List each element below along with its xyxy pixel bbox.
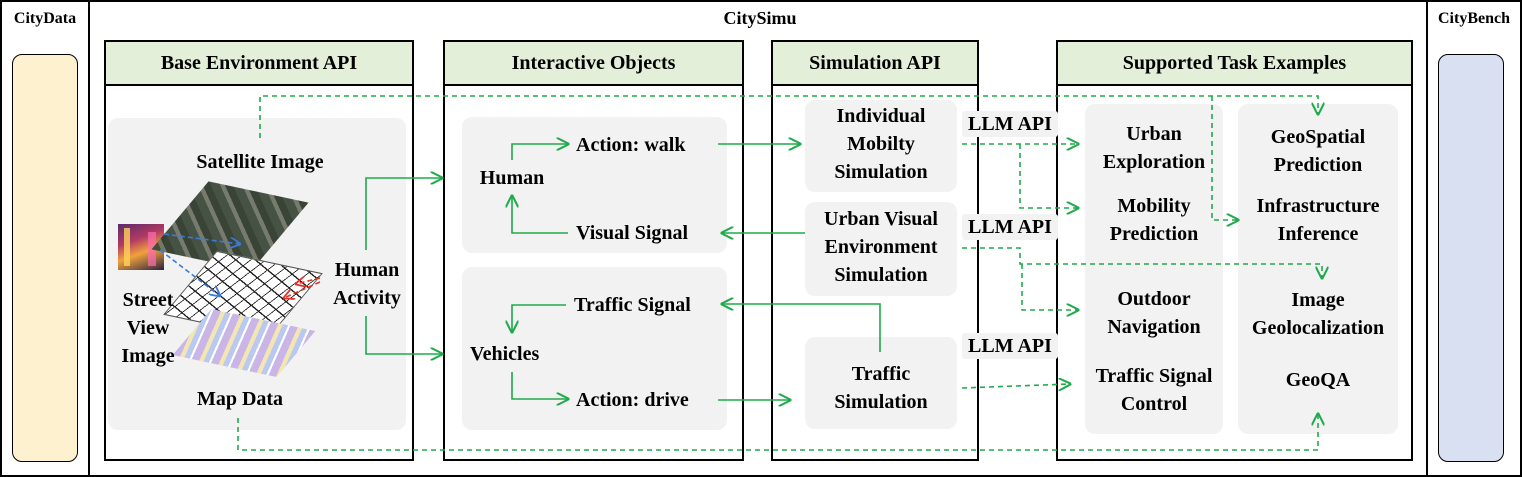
human-activity-label: Human Activity [322,256,412,312]
traffic-to-signal-control-arrow [961,384,1070,388]
traffic-simulation-panel [805,337,957,429]
traffic-simulation-label: Traffic Simulation [834,363,928,413]
outdoor-navigation-label: Outdoor Navigation [1107,288,1201,338]
llm-api-badge-2: LLM API [962,214,1058,240]
visual-to-navigation-arrow [1021,264,1078,310]
individual-mobility-label: Individual Mobilty Simulation [834,105,928,183]
map-data-label: Map Data [196,388,284,410]
interactive-objects-header: Interactive Objects [445,42,742,86]
vehicles-label: Vehicles [470,343,540,365]
activity-red-dash [296,278,321,284]
action-walk-label: Action: walk [576,134,686,156]
street-view-text: Street View Image [121,289,175,367]
signal-to-vehicles-arrow [512,304,566,332]
urban-visual-panel [805,202,957,296]
supported-tasks-column: Supported Task Examples [1056,40,1413,461]
activity-red-dash-2 [284,281,321,298]
mapdata-to-geoqa-arrow [237,414,1318,451]
visual-signal-label: Visual Signal [576,222,689,244]
llm-api-badge-3: LLM API [962,333,1058,359]
visual-signal-to-human-arrow [512,196,568,234]
base-environment-column: Base Environment API [104,40,414,461]
human-to-walk-arrow [511,144,568,160]
satellite-to-infrastructure-arrow [1211,96,1238,220]
citybench-title: CityBench [1438,10,1510,27]
traffic-signal-label: Traffic Signal [574,294,691,316]
vehicles-panel [462,267,727,430]
urban-visual-label: Urban Visual Environment Simulation [824,208,938,286]
traffic-sim-to-signal-arrow [722,304,881,352]
mobility-prediction-label: Mobility Prediction [1109,195,1199,245]
urban-exploration-label: Urban Exploration [1102,123,1206,173]
activity-to-human-arrow [365,178,442,250]
human-label: Human [479,167,545,189]
citydata-title: CityData [13,10,77,27]
satellite-to-geospatial-arrow [259,95,1318,138]
image-geolocalization-label: Image Geolocalization [1251,289,1385,339]
simulation-api-header: Simulation API [773,42,977,86]
streetview-blue-dash-2 [159,249,220,296]
mobility-to-prediction-arrow [1019,144,1078,208]
llm-api-badge-1: LLM API [962,111,1058,137]
individual-mobility-panel [805,100,957,192]
geoqa-label: GeoQA [1285,369,1351,391]
base-environment-header: Base Environment API [106,42,412,86]
citybench-block [1438,54,1504,462]
visual-to-geolocalization-arrow [962,247,1322,278]
citysimu-title: CitySimu [723,8,797,28]
tasks-left-panel [1085,104,1223,434]
human-activity-text: Human Activity [333,259,401,309]
geospatial-prediction-label: GeoSpatial Prediction [1270,126,1366,176]
traffic-signal-control-label: Traffic Signal Control [1095,365,1213,415]
action-drive-label: Action: drive [576,389,689,411]
human-panel [462,117,727,253]
streetview-blue-dash [163,233,240,244]
activity-to-vehicles-arrow [365,316,442,354]
street-view-image-label: Street View Image [108,286,188,370]
supported-tasks-header: Supported Task Examples [1058,42,1411,86]
interactive-objects-column: Interactive Objects [443,40,744,461]
citydata-block [12,54,78,462]
vehicles-to-drive-arrow [511,372,568,399]
simulation-api-column: Simulation API [771,40,979,461]
satellite-image-label: Satellite Image [196,151,324,173]
infrastructure-inference-label: Infrastructure Inference [1256,195,1380,245]
